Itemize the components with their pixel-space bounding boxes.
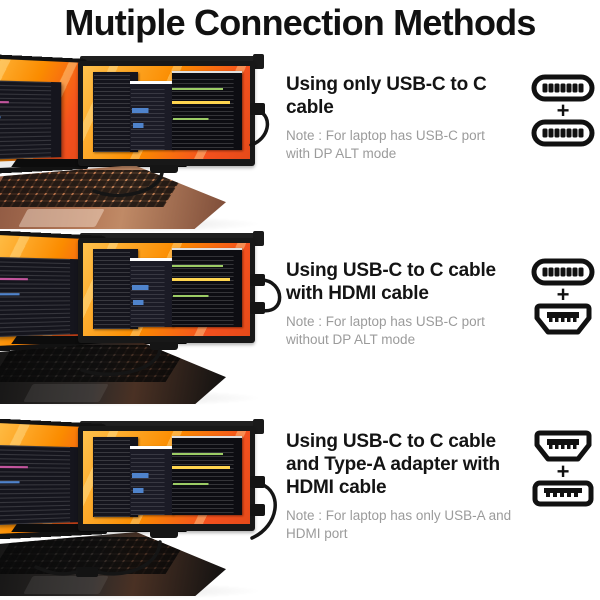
code-window <box>129 445 174 515</box>
page-title: Mutiple Connection Methods <box>64 2 536 43</box>
code-window <box>171 70 242 150</box>
method-2-connectors: + <box>527 258 599 336</box>
cable-graphic <box>92 109 270 198</box>
product-photo-typea-hdmi <box>0 418 285 600</box>
plus-sign: + <box>556 282 570 307</box>
method-3-heading: Using USB-C to C cable and Type-A adapte… <box>286 431 500 498</box>
cable-and-adapter-graphic <box>34 482 277 577</box>
usb-a-icon <box>532 480 594 507</box>
hdmi-icon <box>533 430 593 463</box>
usb-c-plug <box>250 274 265 286</box>
portable-monitor-display <box>83 431 250 524</box>
plus-sign: + <box>556 98 570 123</box>
code-window <box>129 257 174 327</box>
monitor-stand <box>150 342 178 350</box>
method-2-heading: Using USB-C to C cable with HDMI cable <box>286 260 496 304</box>
code-window <box>171 247 242 327</box>
method-1-note: Note : For laptop has USB-C port with DP… <box>286 128 485 161</box>
method-3-text: Using USB-C to C cable and Type-A adapte… <box>286 430 538 543</box>
portable-monitor-display <box>83 243 250 336</box>
hdmi-icon <box>533 303 593 336</box>
portable-monitor <box>78 238 255 343</box>
portable-monitor-display <box>83 66 250 159</box>
cable-graphic <box>80 278 282 376</box>
code-window <box>171 435 242 515</box>
method-1-text: Using only USB-C to C cable Note : For l… <box>286 73 538 163</box>
monitor-stand <box>150 530 178 538</box>
usb-plug <box>250 504 265 516</box>
usb-c-icon <box>531 119 595 147</box>
product-photo-usbc-hdmi <box>0 230 285 407</box>
usb-c-icon <box>531 258 595 286</box>
plus-sign: + <box>556 459 570 484</box>
method-3-note: Note : For laptop has only USB-A and HDM… <box>286 508 512 541</box>
monitor-stand <box>150 165 178 173</box>
portable-monitor <box>78 426 255 531</box>
usb-c-icon <box>531 74 595 102</box>
method-3-connectors: + <box>527 430 599 507</box>
method-1-connectors: + <box>527 74 599 147</box>
code-window <box>129 80 174 150</box>
method-2-note: Note : For laptop has USB-C port without… <box>286 314 485 347</box>
portable-monitor <box>78 61 255 166</box>
method-1-heading: Using only USB-C to C cable <box>286 74 487 118</box>
method-2-text: Using USB-C to C cable with HDMI cable N… <box>286 259 538 349</box>
product-photo-usbc-only <box>0 53 285 233</box>
